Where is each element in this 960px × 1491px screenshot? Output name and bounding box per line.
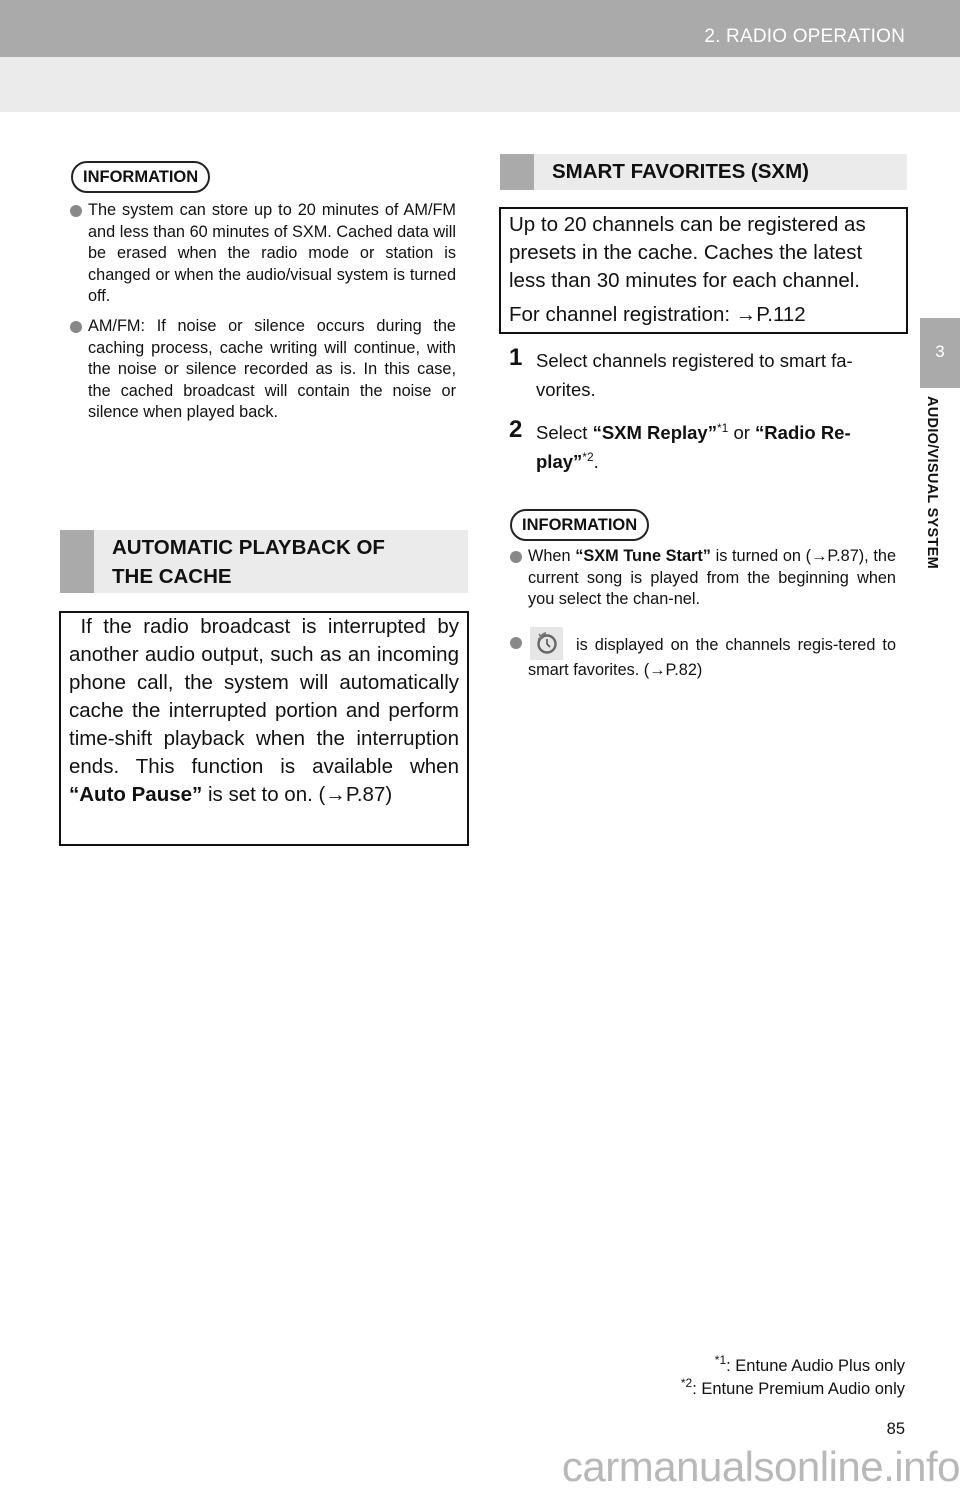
step-number: 2 [509,416,523,443]
setting-name: “Auto Pause” [69,783,203,806]
body-text: Up to 20 channels can be registered as p… [509,213,866,292]
section-title: 2. RADIO OPERATION [704,26,905,47]
option-radio-replay: “Radio Re-play” [536,422,851,472]
heading-line: AUTOMATIC PLAYBACK OF [112,536,385,559]
chapter-label: AUDIO/VISUAL SYSTEM [924,396,940,570]
heading-line: THE CACHE [112,565,232,588]
step-2: 2 Select “SXM Replay”*1 or “Radio Re-pla… [509,416,909,476]
info-bullet-text: AM/FM: If noise or silence occurs during… [88,316,456,422]
body-text: is set to on. (→P.87) [202,783,393,806]
bullet-dot-icon [510,636,522,649]
info-bullet: AM/FM: If noise or silence occurs during… [70,316,456,424]
information-label: INFORMATION [510,509,650,541]
smart-favorites-description: Up to 20 channels can be registered as p… [499,207,908,334]
footnote-1: *1: Entune Audio Plus only [681,1353,905,1378]
heading-bar [60,530,94,593]
info-bullet-text: The system can store up to 20 minutes of… [88,201,456,306]
footnote-text: : Entune Audio Plus only [726,1357,905,1375]
footnote-marker: *2 [582,450,594,464]
info-bullet: is displayed on the channels regis-tered… [510,626,896,682]
chapter-tab: 3 [920,318,960,388]
heading-text: SMART FAVORITES (SXM) [552,160,810,183]
setting-name: “SXM Tune Start” [575,547,711,565]
step-1: 1 Select channels registered to smart fa… [509,344,909,404]
step-text-part: or [728,422,756,443]
section-heading-smart-favorites: SMART FAVORITES (SXM) [500,154,907,190]
header-band [0,57,960,112]
information-list: When “SXM Tune Start” is turned on (→P.8… [510,546,896,689]
footnote-marker: *1 [716,421,729,435]
bullet-dot-icon [70,320,82,333]
body-text: If the radio broadcast is interrupted by… [69,615,465,778]
auto-playback-description: If the radio broadcast is interrupted by… [59,611,469,846]
step-number: 1 [509,344,523,371]
step-text-part: Select [536,422,593,443]
info-bullet: The system can store up to 20 minutes of… [70,200,456,308]
step-text: Select “SXM Replay”*1 or “Radio Re-play”… [536,418,909,476]
footnote-text: : Entune Premium Audio only [692,1380,905,1398]
info-bullet-text: When [528,547,576,565]
chapter-number: 3 [935,342,945,361]
information-list: The system can store up to 20 minutes of… [70,200,456,432]
info-bullet-text: is displayed on the channels regis-tered… [528,635,896,679]
info-bullet: When “SXM Tune Start” is turned on (→P.8… [510,546,896,611]
footnote-marker: *1 [714,1353,727,1367]
footnote-2: *2: Entune Premium Audio only [680,1376,905,1401]
smart-favorites-clock-icon [530,626,563,660]
option-sxm-replay: “SXM Replay” [592,422,717,443]
step-text: Select channels registered to smart fa-v… [536,350,853,400]
bullet-dot-icon [510,551,522,563]
bullet-dot-icon [70,205,82,217]
step-text-part: . [593,451,599,472]
header-bar: 2. RADIO OPERATION [0,0,960,57]
heading-bar [500,154,534,190]
info-bullet-text: is turned on (→P.87), the current song i… [528,547,897,609]
registration-link[interactable]: For channel registration: →P.112 [509,303,806,326]
page-number: 85 [886,1420,905,1438]
footnotes: *1: Entune Audio Plus only *2: Entune Pr… [680,1353,905,1401]
section-heading-auto-playback: AUTOMATIC PLAYBACK OF THE CACHE [60,530,468,593]
watermark: carmanualsonline.info [561,1443,960,1490]
footnote-marker: *2 [680,1376,693,1390]
information-label: INFORMATION [71,161,211,193]
